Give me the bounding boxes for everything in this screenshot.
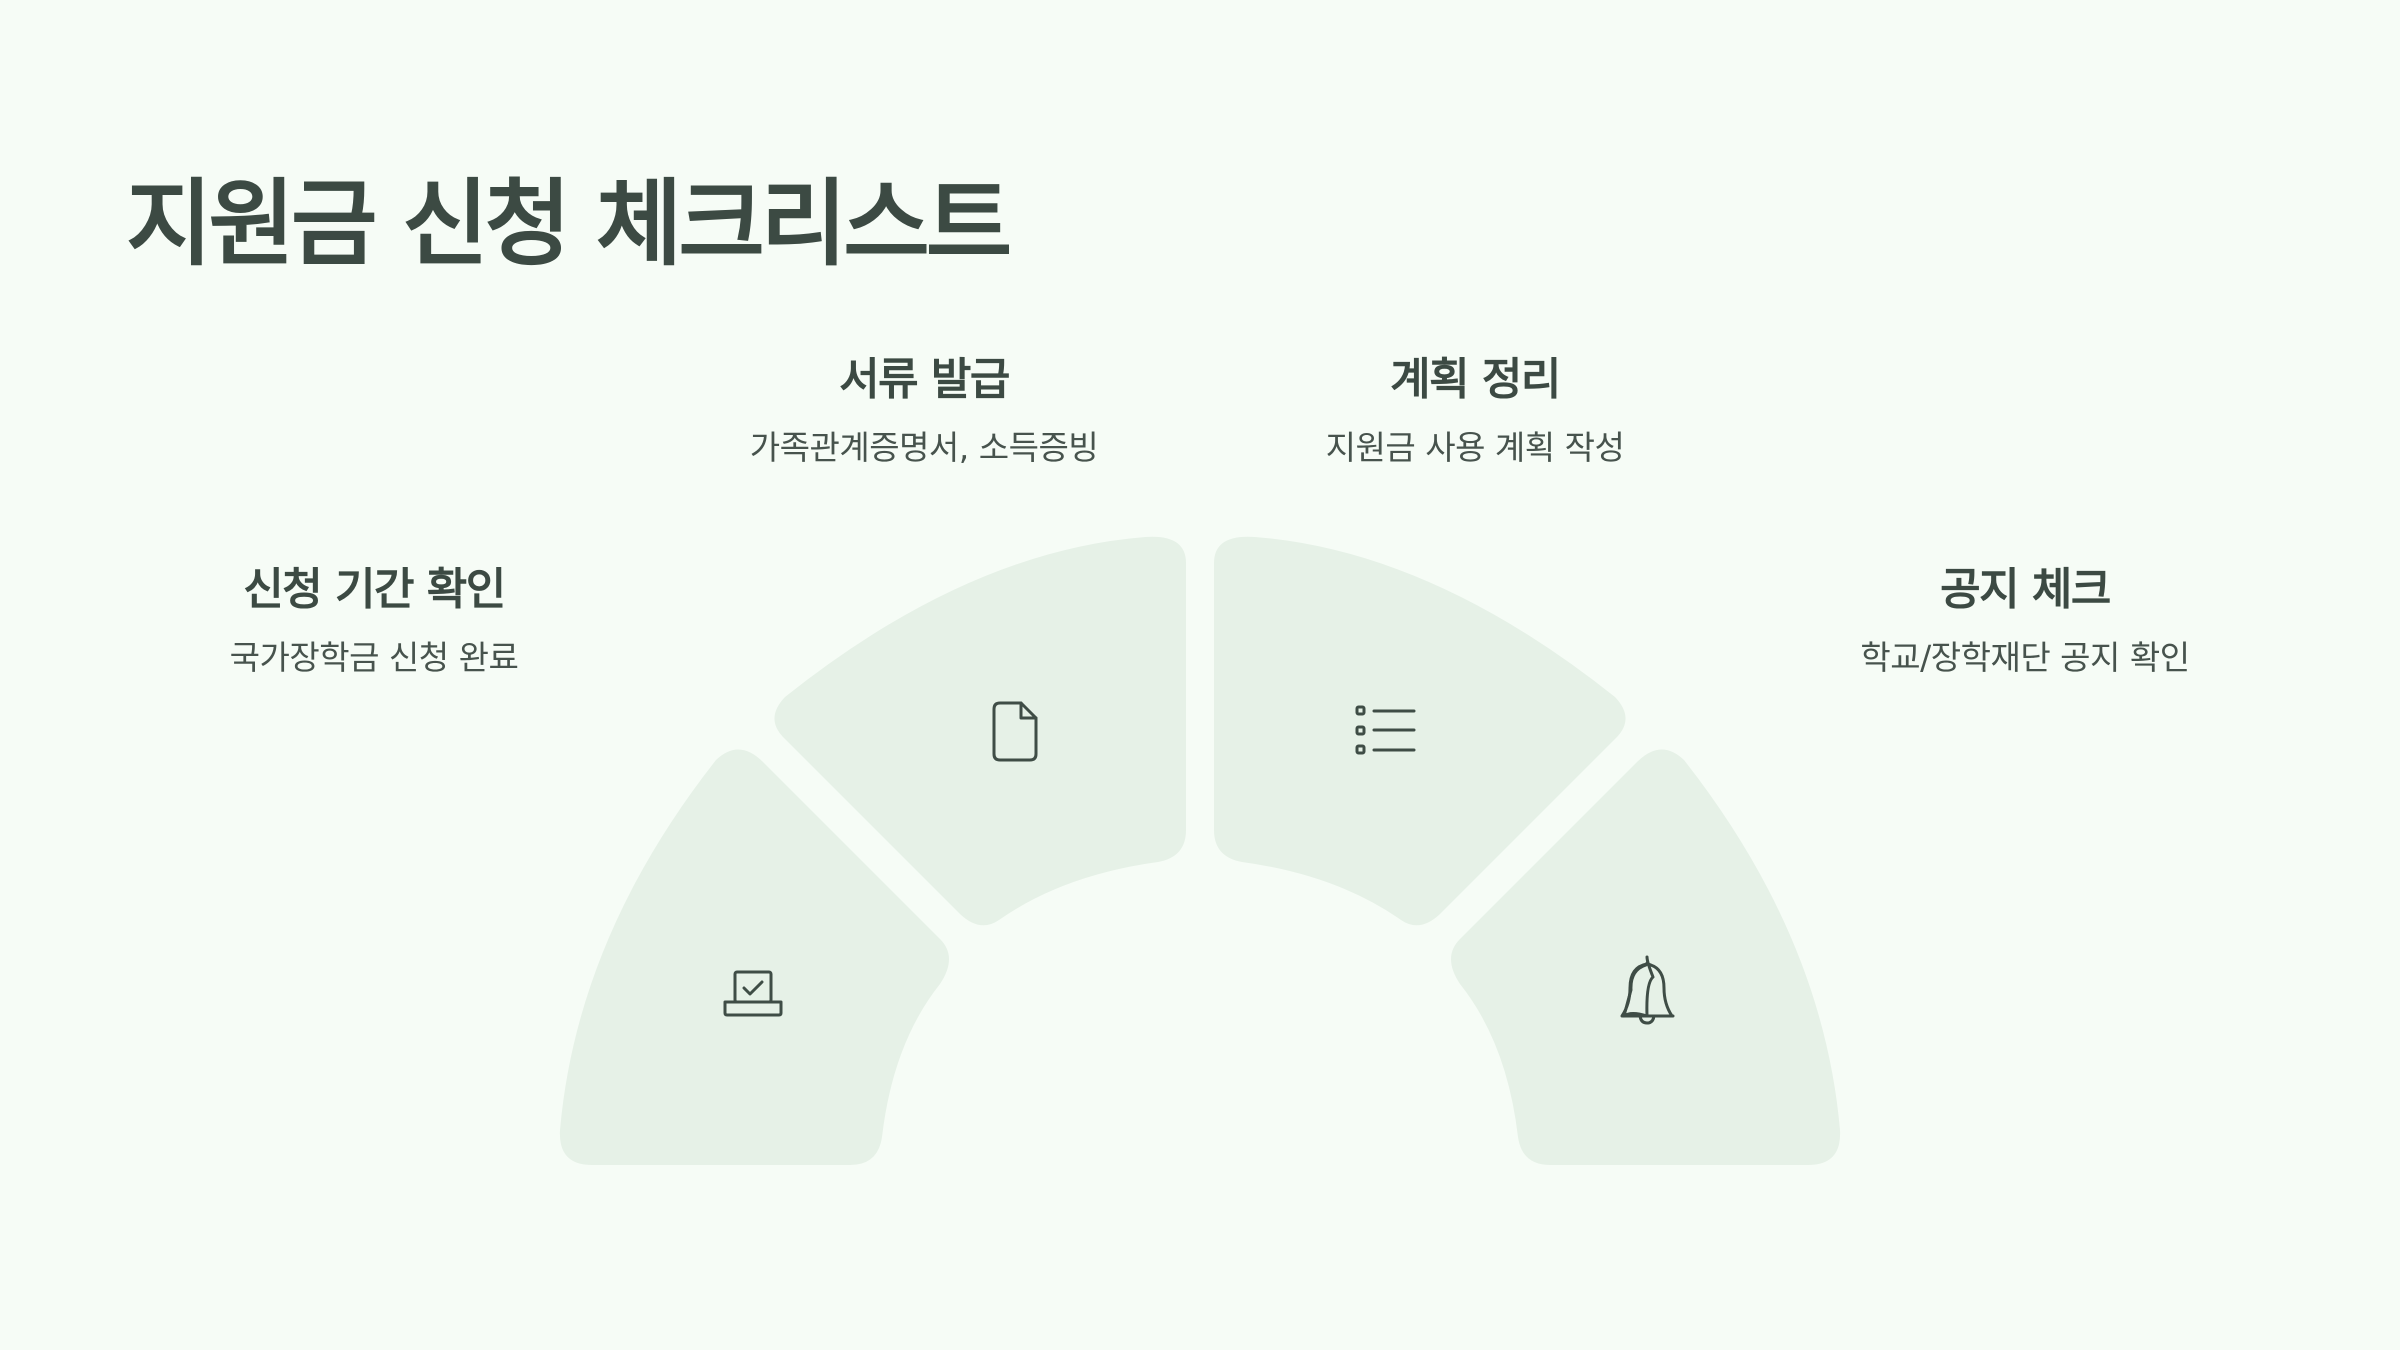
page-title: 지원금 신청 체크리스트	[126, 170, 1012, 279]
segment-plan-arrangement	[1214, 536, 1626, 926]
step-title: 공지 체크	[1940, 564, 2111, 615]
step-title: 계획 정리	[1390, 354, 1561, 405]
document-icon	[992, 701, 1038, 762]
list-icon	[1355, 705, 1416, 755]
step-description: 국가장학금 신청 완료	[229, 638, 519, 677]
segment-application-period	[559, 749, 949, 1165]
segment-document-issue	[774, 536, 1186, 926]
step-notice-check: 공지 체크 학교/장학재단 공지 확인	[1860, 560, 2190, 680]
step-description: 가족관계증명서, 소득증빙	[749, 428, 1099, 467]
laptop-check-icon	[723, 970, 783, 1017]
step-description: 학교/장학재단 공지 확인	[1860, 638, 2190, 677]
step-title: 서류 발급	[839, 354, 1010, 405]
step-document-issue: 서류 발급 가족관계증명서, 소득증빙	[749, 350, 1099, 470]
step-application-period: 신청 기간 확인 국가장학금 신청 완료	[230, 560, 519, 680]
bell-icon	[1620, 955, 1675, 1025]
step-title: 신청 기간 확인	[243, 564, 506, 615]
step-description: 지원금 사용 계획 작성	[1325, 428, 1625, 467]
step-plan-arrangement: 계획 정리 지원금 사용 계획 작성	[1326, 350, 1625, 470]
